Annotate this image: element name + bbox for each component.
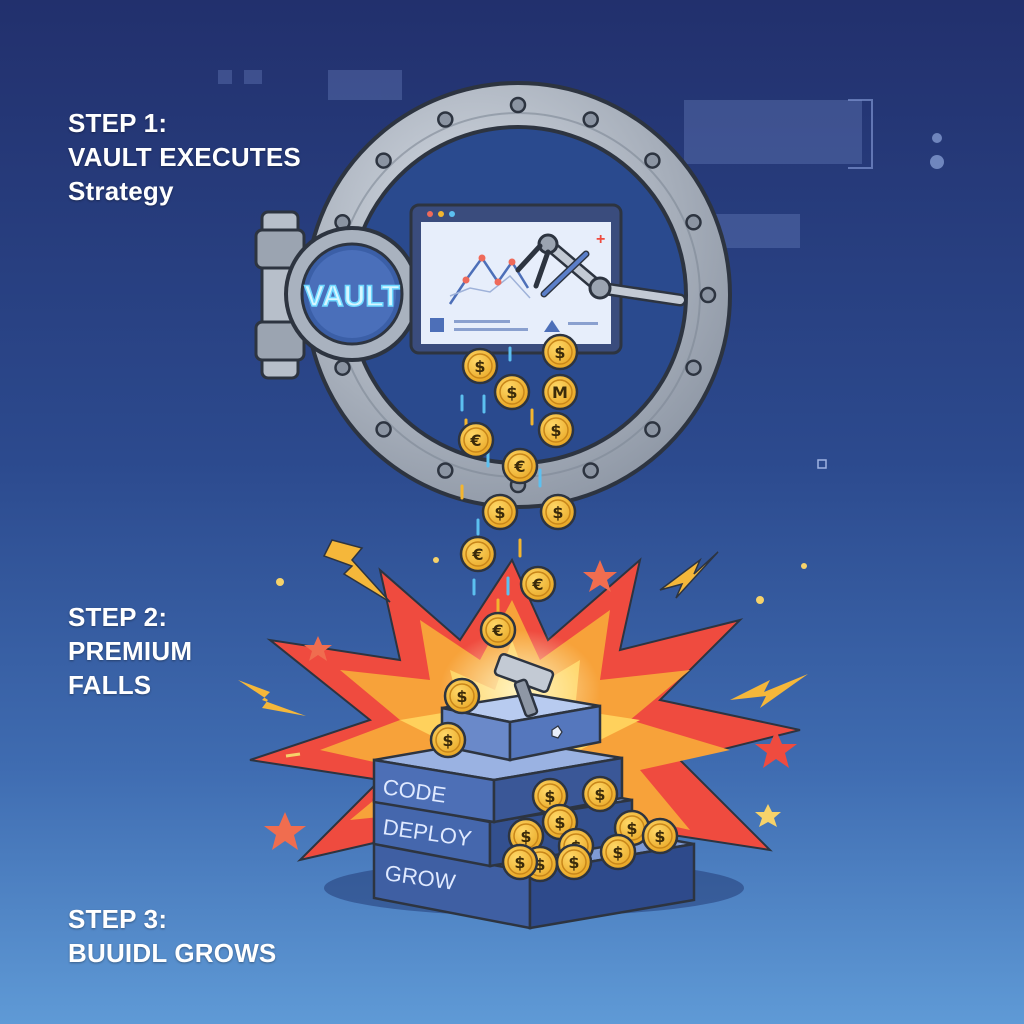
vault-bolt <box>644 152 661 169</box>
vault-bolt <box>375 421 392 438</box>
vault-hinge <box>254 210 306 380</box>
svg-text:€: € <box>491 621 503 640</box>
falling-particles <box>460 346 542 614</box>
window-minimize-dot <box>438 211 444 217</box>
svg-text:$: $ <box>506 383 517 402</box>
vault-bolt <box>509 96 527 114</box>
top-block <box>440 692 602 762</box>
svg-text:€: € <box>531 575 543 594</box>
step-1-label: STEP 1: VAULT EXECUTES Strategy <box>68 106 301 208</box>
svg-text:$: $ <box>594 785 605 804</box>
strategy-monitor: + <box>409 203 623 355</box>
coin-cascade: $$$M€$€$$€€€$$$$$$$$$$$$$ <box>429 333 679 883</box>
vault-label: VAULT <box>304 280 400 313</box>
svg-text:€: € <box>469 431 481 450</box>
svg-text:$: $ <box>568 853 579 872</box>
coin: $ <box>443 677 481 715</box>
window-close-dot <box>427 211 433 217</box>
svg-text:$: $ <box>554 343 565 362</box>
hammer-icon <box>493 652 555 718</box>
vault-bolt <box>582 111 599 128</box>
svg-text:$: $ <box>554 813 565 832</box>
robot-arm <box>515 233 687 307</box>
coin: M <box>541 373 579 411</box>
svg-text:$: $ <box>456 687 467 706</box>
svg-text:$: $ <box>626 819 637 838</box>
svg-text:+: + <box>596 231 605 248</box>
coin: € <box>479 611 517 649</box>
coin: $ <box>599 833 637 871</box>
vault-bolt <box>685 359 702 376</box>
coin: $ <box>537 411 575 449</box>
vault-bolt <box>644 421 661 438</box>
svg-text:$: $ <box>544 787 555 806</box>
step-3-number: STEP 3: <box>68 904 168 934</box>
vault-bolt <box>582 462 599 479</box>
window-maximize-dot <box>449 211 455 217</box>
svg-text:$: $ <box>654 827 665 846</box>
svg-text:M: M <box>552 383 568 402</box>
step-1-title: VAULT EXECUTES <box>68 142 301 172</box>
coin: € <box>519 565 557 603</box>
svg-text:$: $ <box>534 855 545 874</box>
svg-text:€: € <box>513 457 525 476</box>
vault-bolt <box>437 462 454 479</box>
coin: $ <box>461 347 499 385</box>
svg-text:$: $ <box>494 503 505 522</box>
coin: $ <box>481 493 519 531</box>
coin: $ <box>555 843 593 881</box>
svg-text:$: $ <box>514 853 525 872</box>
coin: $ <box>581 775 619 813</box>
vault-bolt <box>375 152 392 169</box>
coin: $ <box>541 333 579 371</box>
coin: $ <box>429 721 467 759</box>
coin: € <box>459 535 497 573</box>
vault-handle-disc: VAULT <box>284 226 420 362</box>
svg-text:$: $ <box>442 731 453 750</box>
vault-bolt <box>437 111 454 128</box>
coin: $ <box>641 817 679 855</box>
step-2-title: PREMIUM <box>68 636 193 666</box>
svg-text:$: $ <box>612 843 623 862</box>
step-1-subtitle: Strategy <box>68 176 174 206</box>
vault-bolts <box>319 96 717 494</box>
vault-bolt <box>334 359 351 376</box>
step-2-subtitle: FALLS <box>68 670 152 700</box>
coin: $ <box>501 843 539 881</box>
svg-text:$: $ <box>550 421 561 440</box>
coin: € <box>457 421 495 459</box>
vault-bolt <box>685 214 702 231</box>
svg-text:$: $ <box>520 827 531 846</box>
coin: € <box>501 447 539 485</box>
svg-text:€: € <box>471 545 483 564</box>
step-1-number: STEP 1: <box>68 108 168 138</box>
sparkle-decorations <box>238 539 808 850</box>
svg-text:$: $ <box>474 357 485 376</box>
svg-text:$: $ <box>552 503 563 522</box>
step-3-title: BUUIDL GROWS <box>68 938 277 968</box>
coin: $ <box>493 373 531 411</box>
coin: $ <box>539 493 577 531</box>
step-3-label: STEP 3: BUUIDL GROWS <box>68 902 276 970</box>
step-2-number: STEP 2: <box>68 602 168 632</box>
step-2-label: STEP 2: PREMIUM FALLS <box>68 600 192 702</box>
vault-bolt <box>699 286 717 304</box>
